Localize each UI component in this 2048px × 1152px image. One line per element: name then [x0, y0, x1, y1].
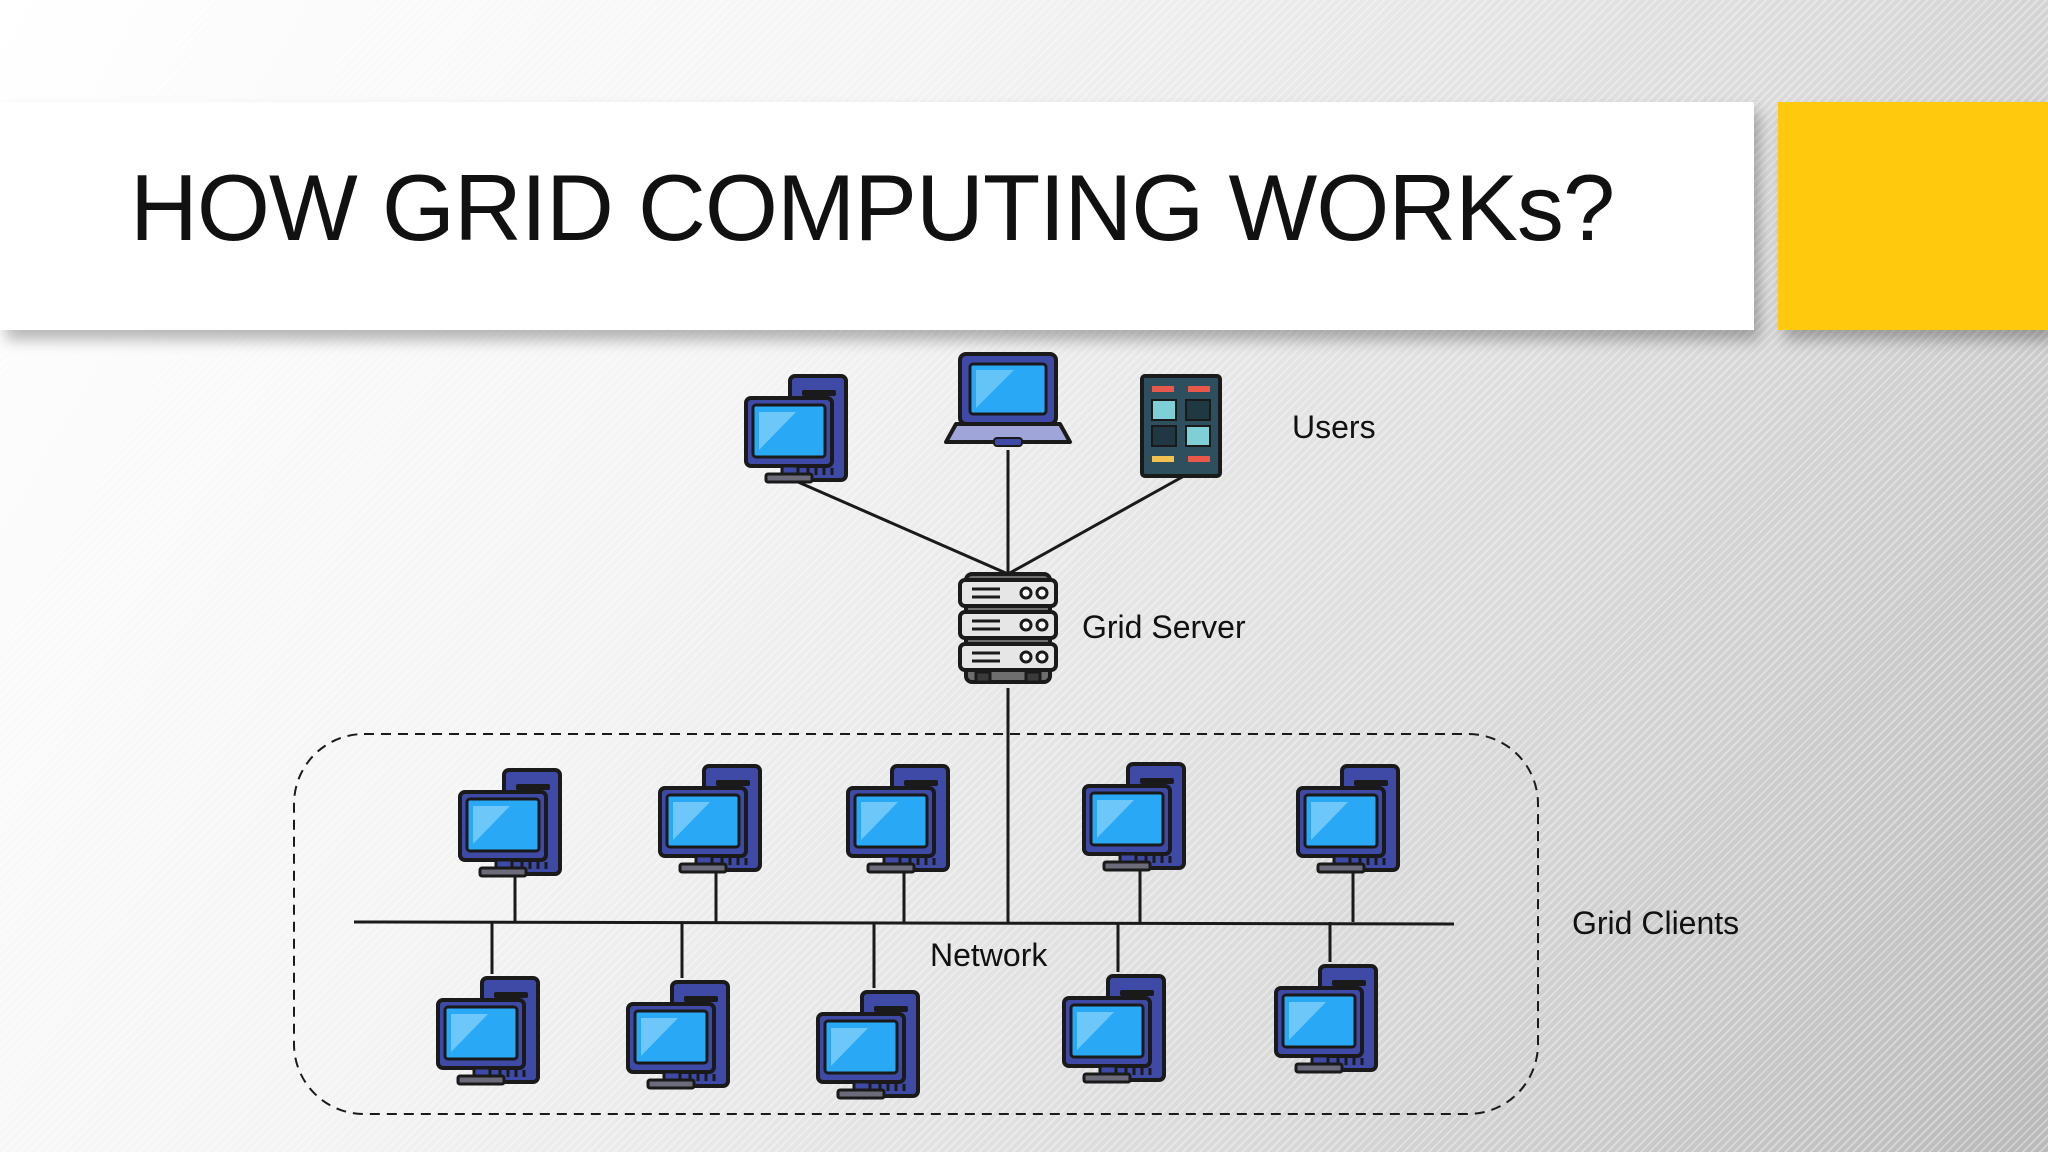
user-links — [797, 450, 1185, 576]
desktop-computer-icon — [744, 374, 848, 484]
client-computer-icon — [846, 764, 950, 874]
client-computer-icon — [1082, 762, 1186, 872]
server-rack-icon — [958, 572, 1058, 684]
client-computer-icon — [626, 980, 730, 1090]
tablet-dashboard-icon — [1140, 374, 1222, 478]
grid-clients-label: Grid Clients — [1572, 905, 1739, 941]
client-computer-icon — [816, 990, 920, 1100]
slide-title: HOW GRID COMPUTING WORKs? — [130, 155, 1615, 260]
grid-clients-boundary — [293, 733, 1539, 1115]
client-computer-icon — [458, 768, 562, 878]
client-computer-icon — [1062, 974, 1166, 1084]
accent-block — [1778, 102, 2048, 330]
grid-server-label: Grid Server — [1082, 609, 1246, 645]
client-links — [490, 870, 1355, 988]
users-label: Users — [1292, 409, 1376, 445]
laptop-icon — [944, 352, 1072, 447]
network-label: Network — [930, 937, 1048, 973]
title-bar: HOW GRID COMPUTING WORKs? — [0, 102, 1754, 330]
client-computer-icon — [436, 976, 540, 1086]
client-computer-icon — [1274, 964, 1378, 1074]
client-computer-icon — [1296, 764, 1400, 874]
network-bus — [353, 920, 1455, 926]
client-computer-icon — [658, 764, 762, 874]
